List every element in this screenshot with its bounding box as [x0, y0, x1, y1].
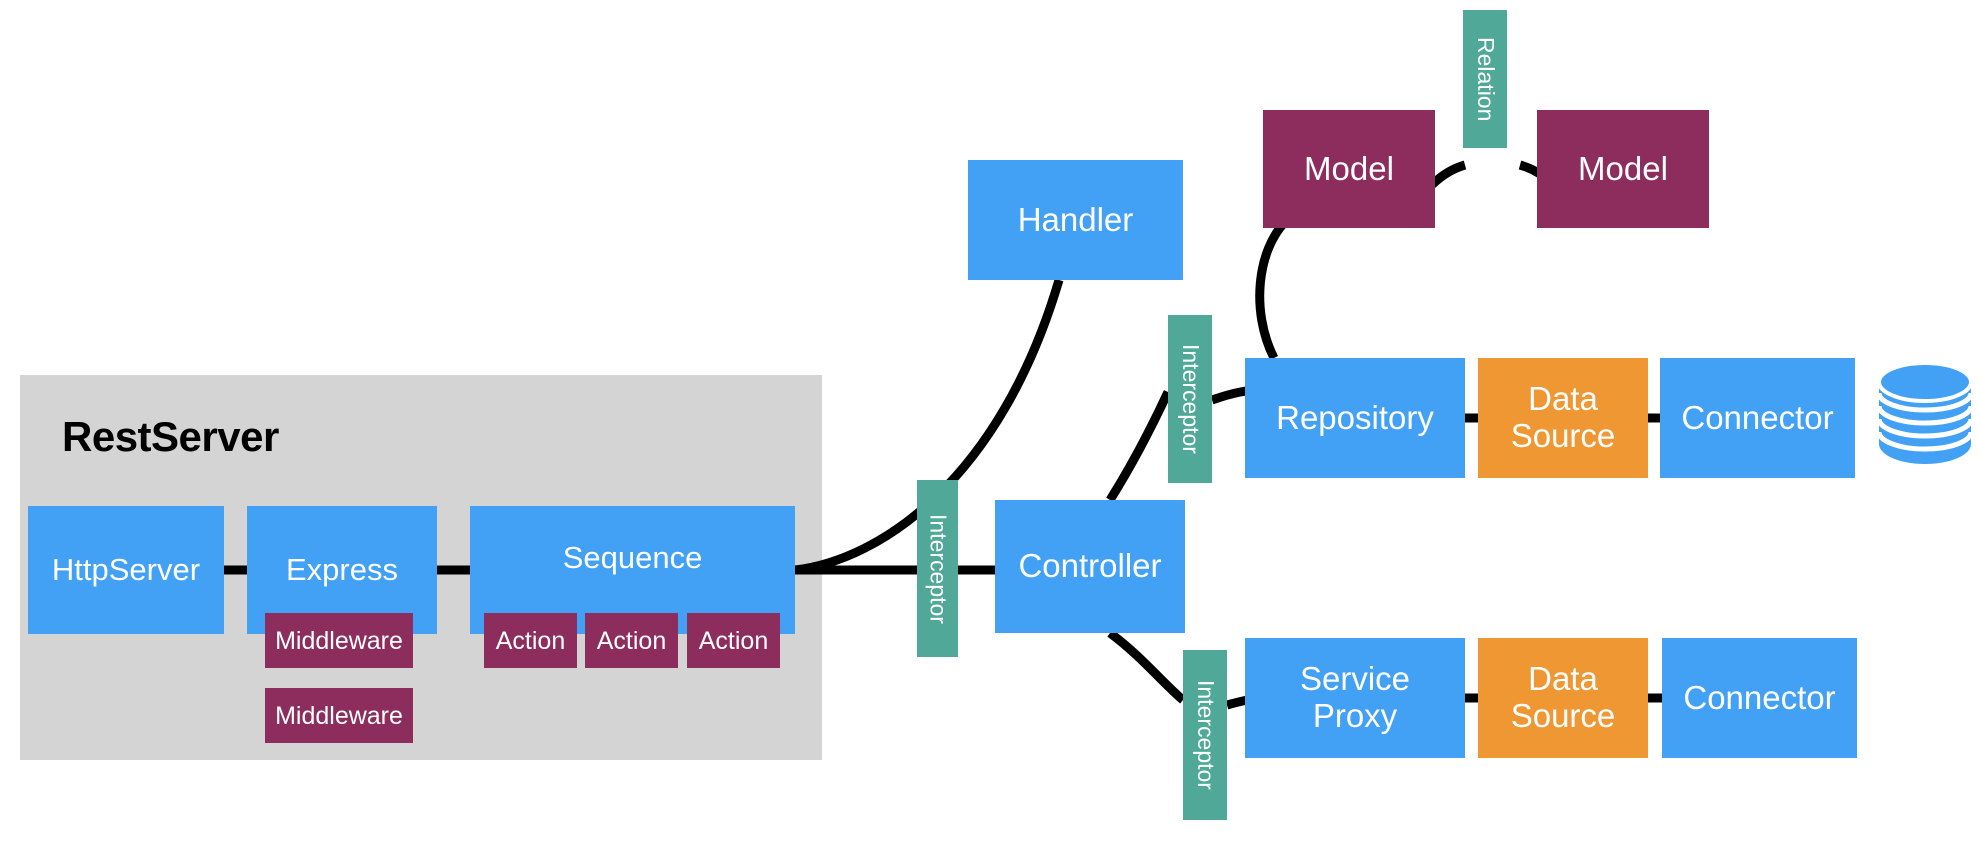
node-datasource-bottom-label-line1: Data: [1528, 660, 1598, 698]
edge-repository-model-left: [1255, 218, 1289, 361]
node-handler-label: Handler: [1017, 200, 1134, 238]
node-action-1[interactable]: Action: [484, 613, 577, 668]
node-interceptor-left[interactable]: Interceptor: [917, 480, 958, 657]
node-datasource-bottom[interactable]: Data Source: [1478, 638, 1648, 758]
node-action-3-label: Action: [698, 626, 769, 655]
node-action-2-label: Action: [596, 626, 667, 655]
node-interceptor-left-label: Interceptor: [925, 513, 952, 624]
node-middleware-2-label: Middleware: [275, 701, 403, 730]
node-service-proxy-label-line2: Proxy: [1312, 697, 1398, 734]
node-interceptor-lower[interactable]: Interceptor: [1183, 650, 1227, 820]
node-controller-label: Controller: [1018, 547, 1162, 585]
node-model-left[interactable]: Model: [1263, 110, 1435, 228]
edge-controller-interceptor-lower: [1107, 629, 1186, 704]
node-model-left-label: Model: [1304, 149, 1394, 187]
node-repository-label: Repository: [1276, 398, 1434, 436]
node-http-server-label: HttpServer: [51, 551, 201, 587]
node-datasource-top-label-line2: Source: [1510, 417, 1616, 454]
node-controller[interactable]: Controller: [995, 500, 1185, 633]
node-interceptor-lower-label: Interceptor: [1192, 680, 1219, 790]
node-model-right-label: Model: [1578, 149, 1668, 187]
node-relation-label: Relation: [1472, 36, 1499, 122]
node-action-3[interactable]: Action: [687, 613, 780, 668]
node-service-proxy-label-line1: Service: [1299, 660, 1411, 698]
node-interceptor-upper-label: Interceptor: [1177, 344, 1204, 454]
node-model-right[interactable]: Model: [1537, 110, 1709, 228]
node-middleware-1[interactable]: Middleware: [265, 613, 413, 668]
node-connector-top[interactable]: Connector: [1660, 358, 1855, 478]
node-connector-bottom-label: Connector: [1683, 678, 1836, 716]
node-middleware-2[interactable]: Middleware: [265, 688, 413, 743]
node-repository[interactable]: Repository: [1245, 358, 1465, 478]
edge-controller-interceptor-upper: [1106, 390, 1173, 503]
database-cylinder-icon: [1876, 360, 1974, 465]
node-sequence-label: Sequence: [562, 539, 703, 575]
node-connector-bottom[interactable]: Connector: [1662, 638, 1857, 758]
node-connector-top-label: Connector: [1681, 398, 1834, 436]
rest-server-group-title: RestServer: [62, 413, 279, 460]
node-express-label: Express: [286, 551, 398, 587]
node-relation[interactable]: Relation: [1463, 10, 1507, 148]
node-datasource-bottom-label-line2: Source: [1510, 697, 1616, 734]
node-action-2[interactable]: Action: [585, 613, 678, 668]
node-handler[interactable]: Handler: [968, 160, 1183, 280]
node-service-proxy[interactable]: Service Proxy: [1245, 638, 1465, 758]
node-datasource-top-label-line1: Data: [1528, 380, 1598, 418]
node-middleware-1-label: Middleware: [275, 626, 403, 655]
node-interceptor-upper[interactable]: Interceptor: [1168, 315, 1212, 483]
node-action-1-label: Action: [495, 626, 566, 655]
node-datasource-top[interactable]: Data Source: [1478, 358, 1648, 478]
node-http-server[interactable]: HttpServer: [28, 506, 224, 634]
